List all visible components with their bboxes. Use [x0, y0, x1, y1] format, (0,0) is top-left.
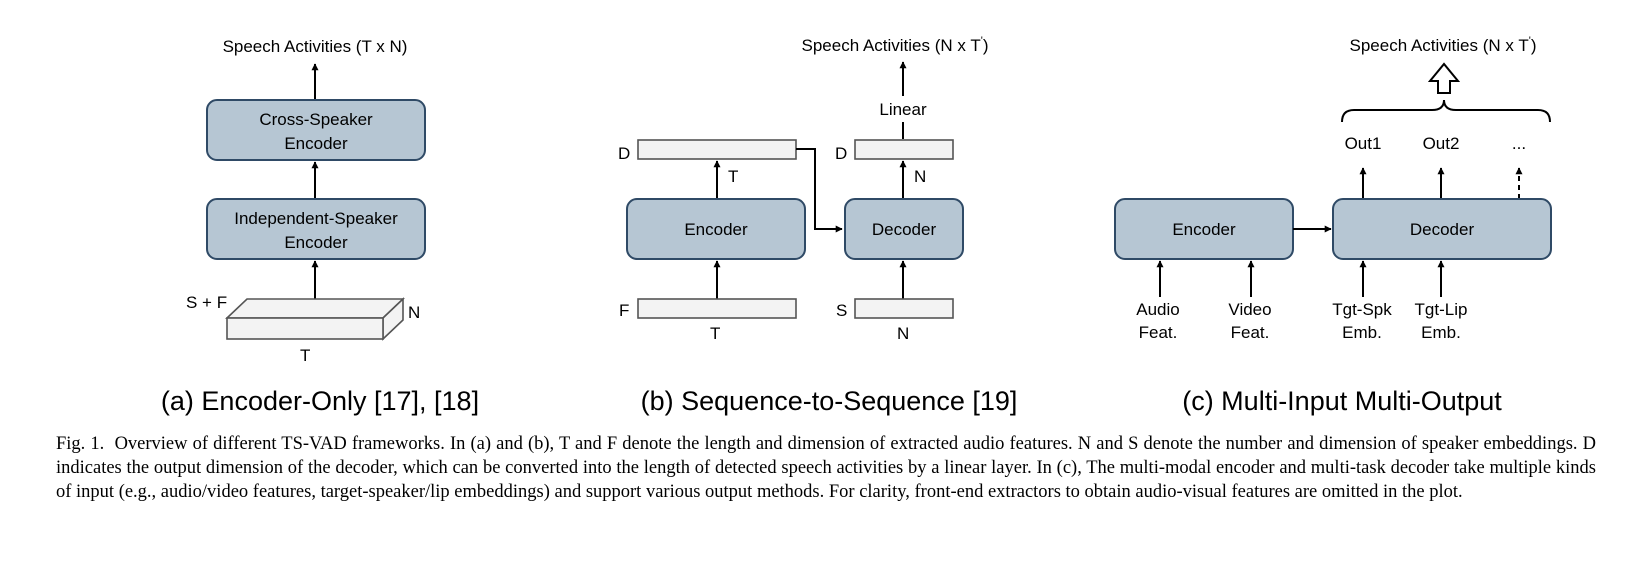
dim-d-left-label: D [618, 144, 630, 163]
ts-vad-diagram: Speech Activities (T x N) Cross-Speaker … [161, 35, 1552, 416]
panel-c: Speech Activities (N x T') Out1 Out2 ...… [1114, 35, 1552, 416]
cross-speaker-encoder-label-2: Encoder [284, 134, 348, 153]
dim-n-label: N [408, 303, 420, 322]
linear-layer-label: Linear [879, 100, 927, 119]
panel-a: Speech Activities (T x N) Cross-Speaker … [161, 37, 479, 416]
dim-d-right-label: D [835, 144, 847, 163]
dim-t-mid-label: T [728, 167, 738, 186]
tgt-lip-emb-label-2: Emb. [1421, 323, 1461, 342]
audio-feat-label-2: Feat. [1139, 323, 1178, 342]
seq2seq-decoder-label: Decoder [872, 220, 937, 239]
panel-a-subcaption: (a) Encoder-Only [17], [18] [161, 386, 479, 416]
encoder-to-decoder-arrow [796, 148, 843, 233]
mimo-encoder-label: Encoder [1172, 220, 1236, 239]
panel-b: Speech Activities (N x T') Linear D T En… [618, 35, 1017, 416]
audio-feat-label-1: Audio [1136, 300, 1179, 319]
seq2seq-encoder-box [626, 198, 806, 260]
dim-f-label: F [619, 301, 629, 320]
panel-b-subcaption: (b) Sequence-to-Sequence [19] [641, 386, 1018, 416]
mimo-decoder-box [1332, 198, 1552, 260]
figure-caption-text: Overview of different TS-VAD frameworks.… [56, 434, 1597, 502]
panel-b-output-label: Speech Activities (N x T') [802, 35, 989, 55]
output-group-brace [1341, 99, 1551, 123]
tgt-lip-emb-label-1: Tgt-Lip [1415, 300, 1468, 319]
seq2seq-decoder-box [844, 198, 964, 260]
independent-speaker-encoder-label-2: Encoder [284, 233, 348, 252]
input-tensor [224, 297, 406, 341]
figure-number: Fig. 1. [56, 434, 105, 454]
decoder-input-bar [854, 298, 954, 319]
cross-speaker-encoder-box [206, 99, 426, 161]
tgt-spk-emb-label-2: Emb. [1342, 323, 1382, 342]
dim-n-mid-label: N [914, 167, 926, 186]
video-feat-label-2: Feat. [1231, 323, 1270, 342]
panel-c-output-label: Speech Activities (N x T') [1350, 35, 1537, 55]
dim-n-bottom-label: N [897, 324, 909, 343]
dim-s-plus-f-label: S + F [186, 293, 227, 312]
encoder-input-bar [637, 298, 797, 319]
independent-speaker-encoder-box [206, 198, 426, 260]
video-feat-label-1: Video [1228, 300, 1271, 319]
out1-label: Out1 [1345, 134, 1382, 153]
seq2seq-encoder-label: Encoder [684, 220, 748, 239]
encoder-output-bar [637, 139, 797, 160]
dim-t-label: T [300, 346, 310, 365]
independent-speaker-encoder-label-1: Independent-Speaker [234, 209, 398, 228]
panel-a-output-label: Speech Activities (T x N) [223, 37, 408, 56]
dim-s-label: S [836, 301, 847, 320]
more-outputs-label: ... [1512, 134, 1526, 153]
tgt-spk-emb-label-1: Tgt-Spk [1332, 300, 1392, 319]
decoder-output-bar [854, 139, 954, 160]
figure-caption: Fig. 1. Overview of different TS-VAD fra… [56, 432, 1596, 504]
cross-speaker-encoder-label-1: Cross-Speaker [259, 110, 373, 129]
hollow-up-arrow-icon [1427, 62, 1461, 94]
panel-c-subcaption: (c) Multi-Input Multi-Output [1182, 386, 1502, 416]
mimo-decoder-label: Decoder [1410, 220, 1475, 239]
dim-t-bottom-label: T [710, 324, 720, 343]
out2-label: Out2 [1423, 134, 1460, 153]
